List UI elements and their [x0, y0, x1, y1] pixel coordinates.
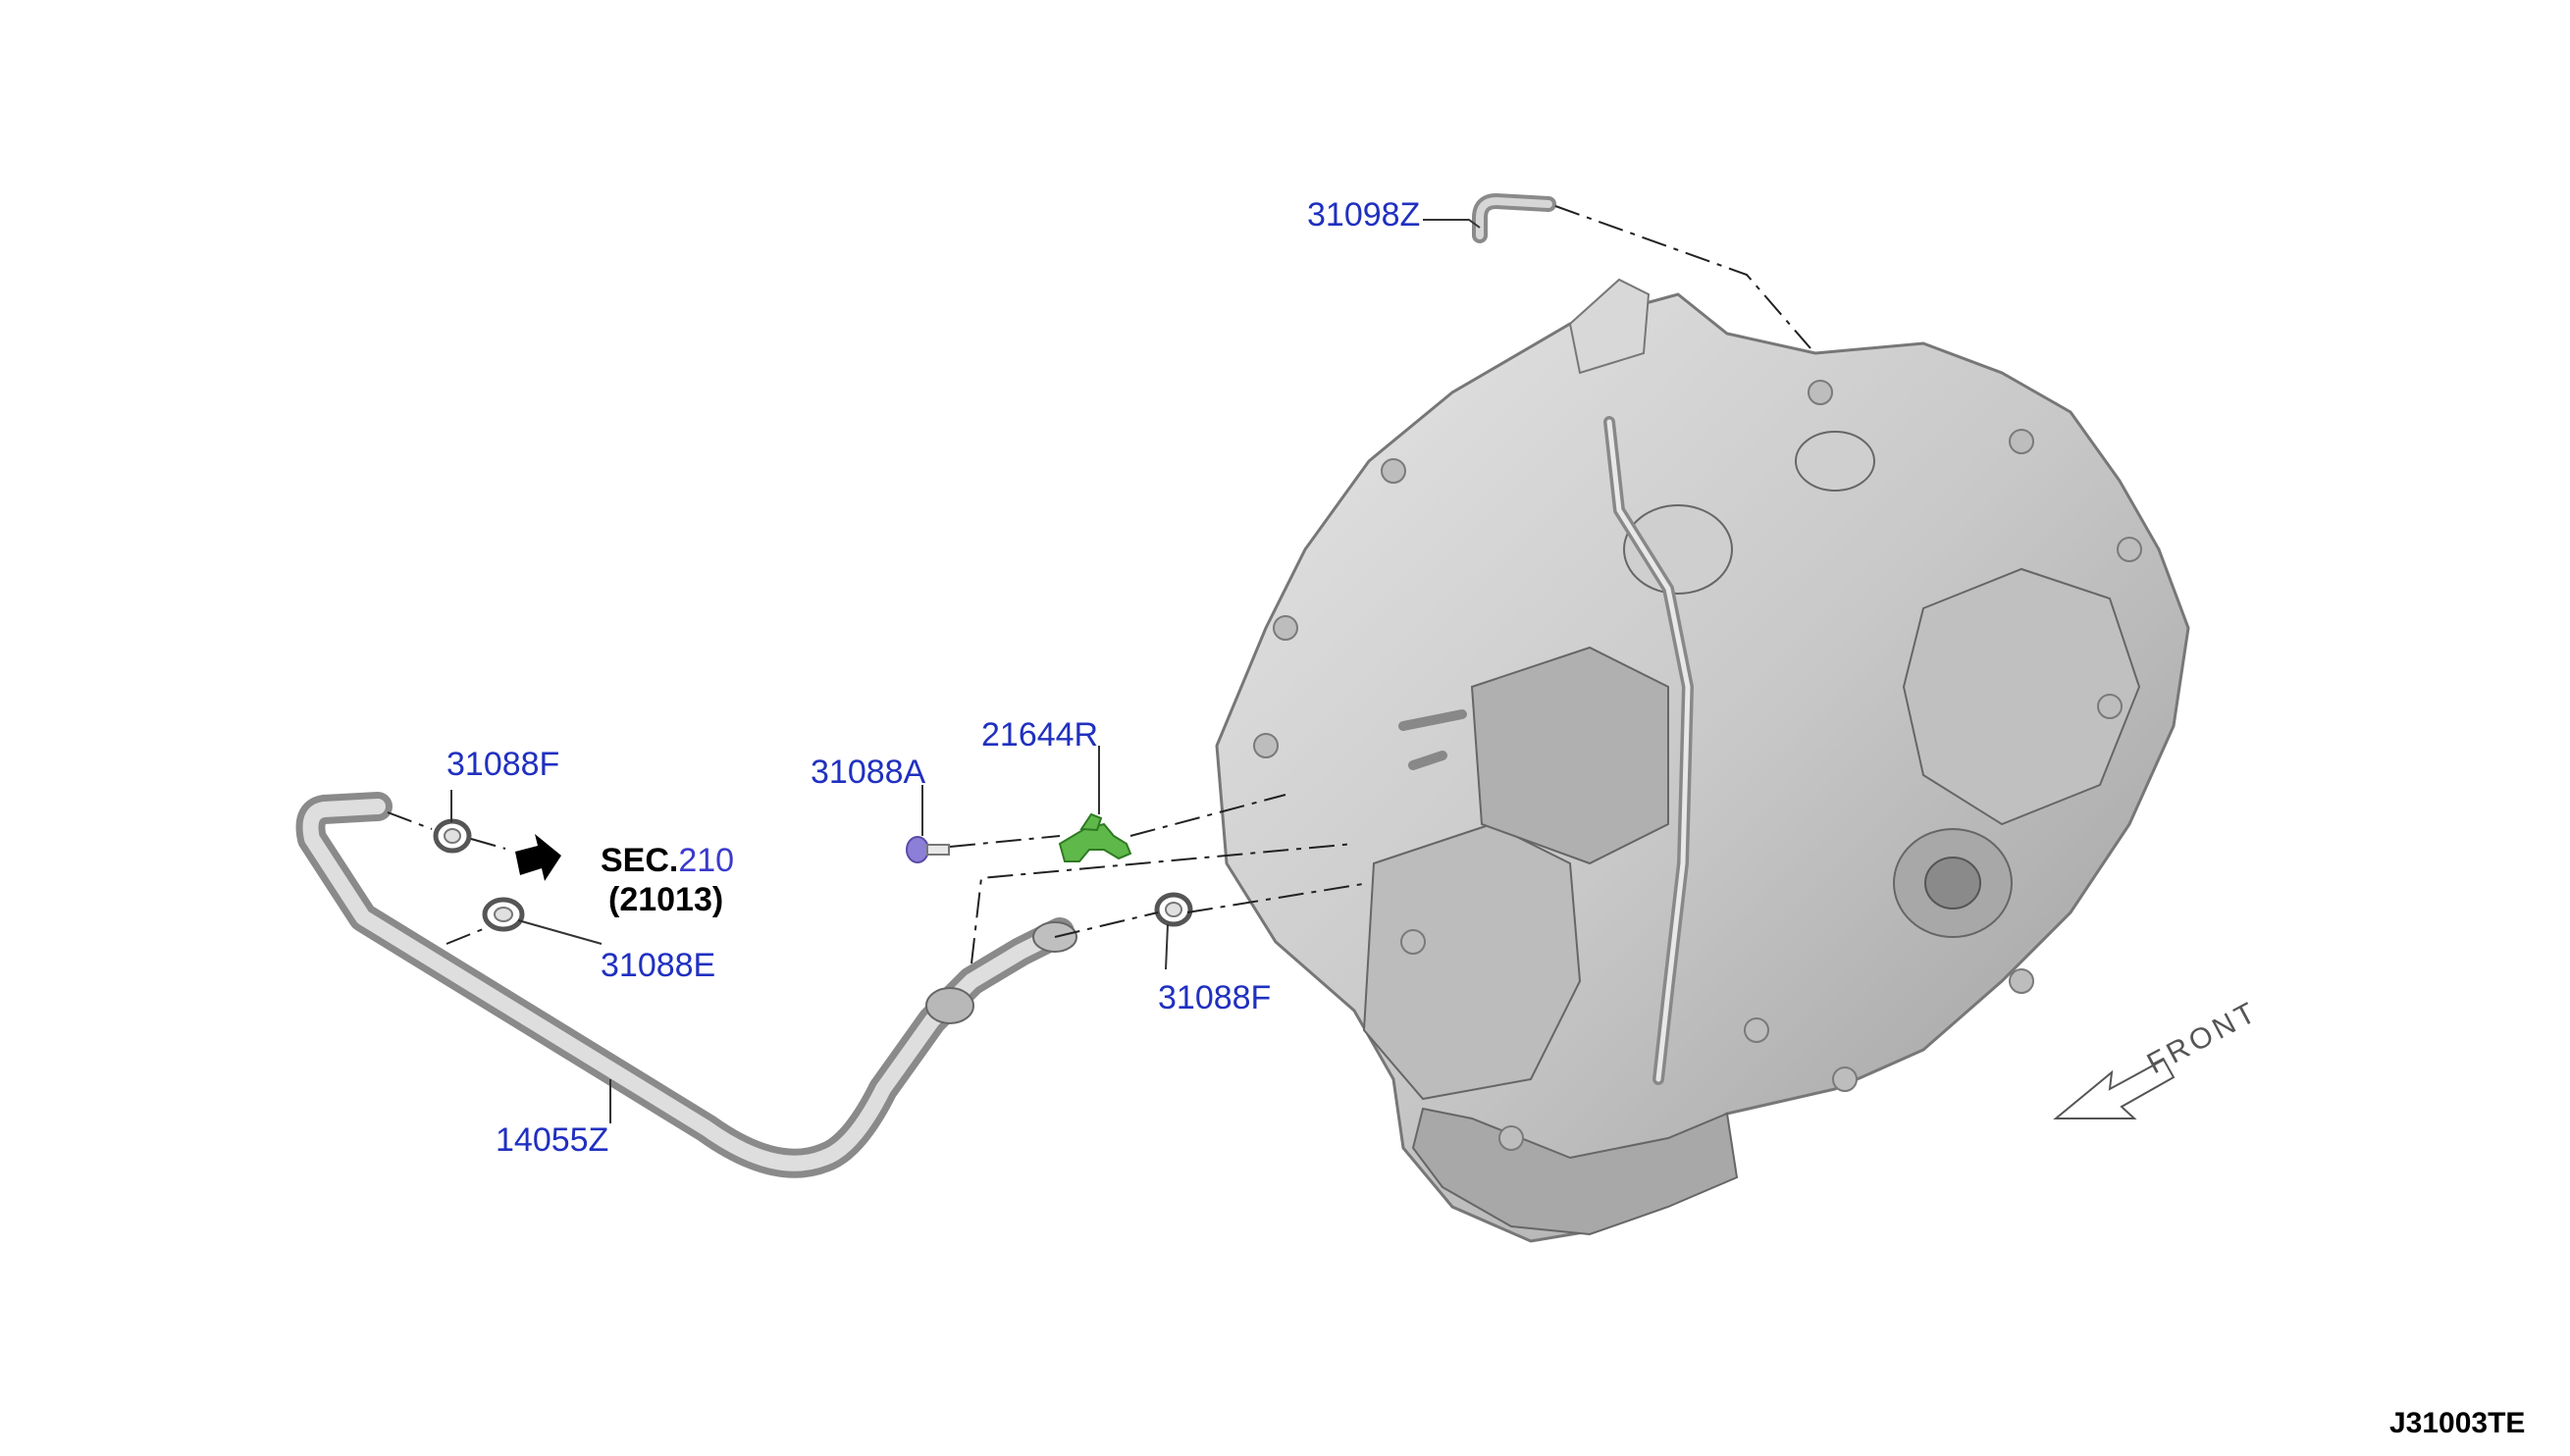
label-31088F-top: 31088F: [446, 746, 559, 783]
label-31088E: 31088E: [601, 947, 715, 984]
hose-clamp-31088E: [482, 897, 525, 932]
section-reference: SEC.210: [601, 842, 734, 879]
hose-clamp-31088F-top: [433, 818, 472, 854]
front-label: FRONT: [2142, 995, 2264, 1080]
breather-hose-31098Z: [1472, 192, 1556, 243]
diagram-code: J31003TE: [2389, 1407, 2525, 1439]
section-ref-code: (21013): [608, 881, 723, 918]
part-labels: 31098Z 31088F 31088A 21644R 31088E 31088…: [446, 196, 2525, 1439]
front-direction-indicator: FRONT: [2053, 995, 2264, 1119]
section-word: SEC.: [601, 842, 678, 879]
arrow-right-icon: [515, 834, 561, 881]
label-14055Z: 14055Z: [496, 1121, 608, 1159]
bolt-31088A: [906, 836, 950, 863]
section-number: 210: [678, 842, 734, 879]
hose-clamp-31088F-bottom: [1154, 892, 1193, 927]
label-31098Z: 31098Z: [1307, 196, 1420, 234]
hose-clip-21644R: [1058, 812, 1132, 862]
reference-lines: [387, 205, 1811, 964]
leader-lines: [450, 219, 1481, 1123]
label-31088A: 31088A: [811, 754, 926, 791]
label-31088F-bottom: 31088F: [1158, 979, 1271, 1016]
transmission-assembly: [1215, 278, 2190, 1243]
arrow-down-left-outline-icon: [2053, 1058, 2176, 1119]
label-21644R: 21644R: [981, 716, 1098, 754]
